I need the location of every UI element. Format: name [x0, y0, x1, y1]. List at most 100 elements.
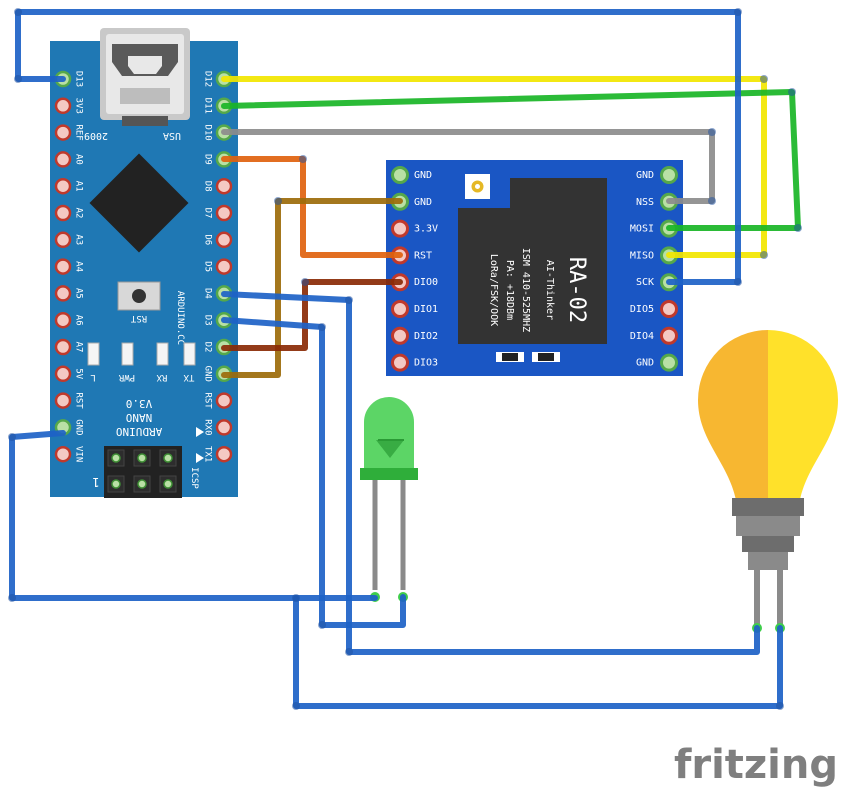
lora-pin-33v[interactable] [391, 219, 409, 238]
wire-bend-point [760, 75, 768, 83]
arduino-pin-a6[interactable] [54, 311, 72, 329]
wire-bend-point [734, 278, 742, 286]
arduino-pin-a0[interactable] [54, 151, 72, 168]
lora-pin-label: GND [414, 170, 432, 181]
microcontroller-chip [89, 153, 189, 253]
reset-button-label: RST [130, 313, 147, 323]
arduino-pin-tx1[interactable] [215, 445, 233, 463]
arduino-pin-label: A1 [74, 181, 84, 192]
arduino-pin-a2[interactable] [54, 204, 72, 222]
arduino-pin-label: RX0 [203, 419, 213, 435]
board-name-line-3: V3.0 [126, 397, 153, 410]
icsp-pin1-label: 1 [92, 475, 99, 489]
arduino-pin-rst[interactable] [215, 392, 233, 409]
arduino-pin-a4[interactable] [54, 258, 72, 275]
wire-gnd-gnd[interactable] [221, 198, 403, 378]
arduino-pin-label: VIN [74, 446, 84, 462]
arduino-pin-a1[interactable] [54, 177, 72, 195]
light-bulb-icon[interactable] [698, 330, 838, 633]
board-country-label: USA [163, 130, 181, 141]
status-led [121, 342, 134, 366]
wire-gnd-led[interactable] [9, 430, 378, 601]
arduino-pin-vin[interactable] [54, 445, 72, 463]
wire-d13-loop[interactable] [15, 9, 741, 285]
wire-bend-point [734, 8, 742, 16]
arduino-pin-label: D9 [203, 154, 213, 165]
lora-pin-gnd[interactable] [660, 353, 678, 372]
arduino-pin-label: A3 [74, 234, 84, 245]
green-led[interactable] [360, 397, 418, 602]
spec-line-3: LoRa/FSK/OOK [488, 254, 499, 326]
lora-pin-label: DIO4 [630, 331, 654, 342]
arduino-pin-label: D13 [74, 71, 84, 87]
arduino-pin-label: 3V3 [74, 98, 84, 114]
wire-bend-point [8, 433, 16, 441]
wire-bend-point [708, 197, 716, 205]
arduino-pin-label: D7 [203, 208, 213, 219]
wire-bend-point [299, 155, 307, 163]
lora-pin-label: 3.3V [414, 224, 438, 235]
arduino-pin-label: 5V [74, 368, 84, 379]
board-year-label: 2009 [84, 130, 108, 141]
wire-bend-point [8, 594, 16, 602]
arduino-pin-d8[interactable] [215, 177, 233, 195]
arduino-pin-a7[interactable] [54, 338, 72, 356]
wire-gnd-bulb[interactable] [293, 595, 783, 709]
lora-pin-label: DIO5 [630, 304, 654, 315]
board-name-line-2: NANO [126, 411, 153, 424]
lora-pin-gnd[interactable] [660, 166, 678, 184]
arduino-pin-label: A0 [74, 154, 84, 165]
arduino-pin-label: D3 [203, 315, 213, 326]
smd-components [496, 352, 560, 362]
arduino-pin-3v3[interactable] [54, 97, 72, 115]
arduino-pin-5v[interactable] [54, 365, 72, 383]
arduino-pin-label: D2 [203, 342, 213, 353]
arduino-pin-d6[interactable] [215, 231, 233, 249]
lora-pin-label: RST [414, 250, 432, 261]
arduino-pin-rst[interactable] [54, 392, 72, 409]
arduino-pin-ref[interactable] [54, 124, 72, 141]
lora-pin-label: SCK [636, 277, 654, 288]
wire-d12-miso[interactable] [221, 76, 767, 258]
reset-button[interactable] [117, 281, 161, 311]
lora-pin-label: DIO1 [414, 304, 438, 315]
lora-pin-gnd[interactable] [391, 166, 409, 184]
wire-d2-dio0[interactable] [221, 279, 403, 351]
arduino-pin-label: A6 [74, 315, 84, 326]
wire-bend-point [794, 224, 802, 232]
wire-d10-nss[interactable] [221, 129, 715, 204]
arduino-pin-label: GND [74, 419, 84, 435]
lora-pin-dio5[interactable] [660, 300, 678, 318]
fritzing-watermark: fritzing [674, 742, 838, 788]
lora-ra02-module: RA-02 AI-Thinker ISM 410-525MHZ PA: +18D… [386, 160, 683, 376]
arduino-pin-label: A4 [74, 261, 84, 272]
wire-bend-point [292, 594, 300, 602]
arduino-pin-a5[interactable] [54, 285, 72, 302]
arduino-pin-label: TX1 [203, 446, 213, 462]
arduino-pin-label: D4 [203, 288, 213, 299]
lora-pin-dio3[interactable] [391, 353, 409, 372]
arduino-nano: RST 2009 USA ARDUINO.CC ARDUINO NANO V3.… [50, 28, 238, 498]
wire-bend-point [301, 278, 309, 286]
arduino-pin-rx0[interactable] [215, 419, 233, 436]
arduino-pin-d7[interactable] [215, 204, 233, 222]
lora-pin-dio4[interactable] [660, 326, 678, 345]
wire-d9-rst[interactable] [221, 156, 403, 258]
wires [8, 8, 802, 710]
lora-pin-label: GND [414, 197, 432, 208]
lora-pin-label: MISO [630, 250, 654, 261]
wire-d11-mosi[interactable] [221, 89, 801, 231]
status-led-label: TX [183, 372, 194, 382]
status-led-label: PWR [118, 372, 135, 382]
module-maker: AI-Thinker [544, 260, 555, 320]
lora-pin-dio1[interactable] [391, 300, 409, 318]
arduino-pin-a3[interactable] [54, 231, 72, 249]
lora-pin-label: NSS [636, 197, 654, 208]
arduino-pin-d5[interactable] [215, 258, 233, 275]
lora-pin-dio2[interactable] [391, 326, 409, 345]
lora-pin-label: DIO3 [414, 358, 438, 369]
usb-connector [100, 28, 190, 126]
lora-pin-label: DIO2 [414, 331, 438, 342]
status-led [87, 342, 100, 366]
